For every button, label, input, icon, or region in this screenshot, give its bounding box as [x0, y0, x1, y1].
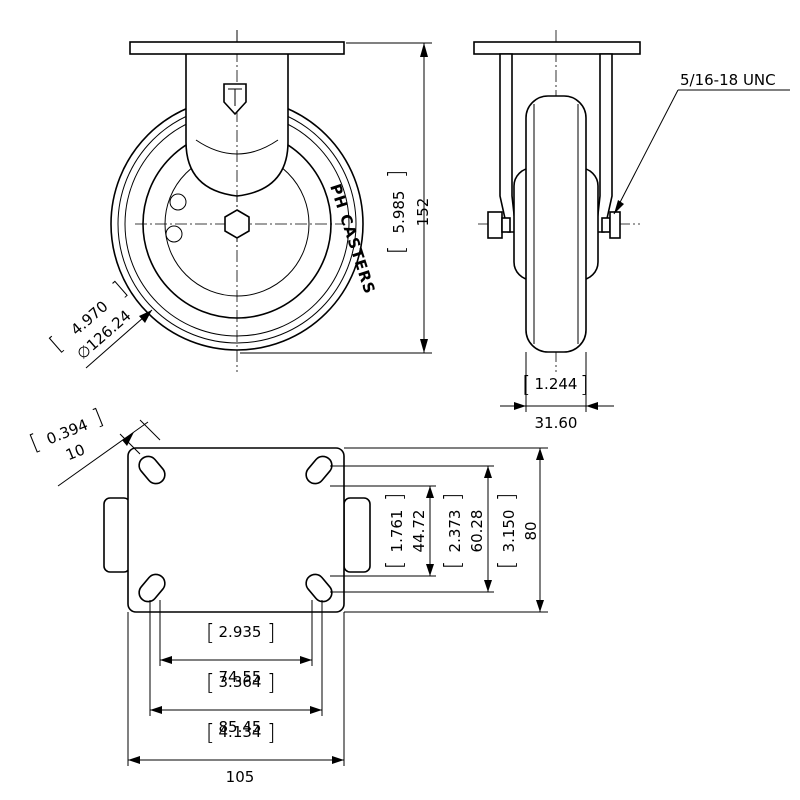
svg-text:[: [ [26, 430, 43, 456]
hole-h-max-arrow-right-icon [310, 706, 322, 714]
axle-hex-nut [224, 209, 250, 239]
plate-width-arrow-right-icon [332, 756, 344, 764]
hole-h-max-in-label: 3.364 [219, 673, 262, 691]
slot-arrow-icon [122, 432, 134, 446]
width-arrow-right-icon [586, 402, 598, 410]
plate-height-arrow-bottom-icon [536, 600, 544, 612]
axle-bolt-washer [501, 217, 511, 233]
plate-wheel-tab-left [103, 497, 131, 573]
hole-v-min-arrow-bottom-icon [426, 564, 434, 576]
hole-h-min-in-label: 2.935 [219, 623, 262, 641]
bearing-mark-upper-icon [169, 193, 187, 211]
thread-callout-label: 5/16-18 UNC [680, 71, 776, 89]
plate-width-in-label: 4.134 [219, 723, 262, 741]
hole-h-min-mm-label: 74.55 [219, 668, 262, 686]
axle-nut-washer [601, 217, 611, 233]
hole-v-max-in-label: 2.373 [446, 510, 464, 553]
svg-text:[: [ [45, 332, 68, 357]
side-top-plate [473, 41, 641, 55]
axle-nut [609, 211, 621, 239]
thread-leader-line [613, 89, 679, 215]
hole-h-min-arrow-right-icon [300, 656, 312, 664]
svg-text:]: ] [580, 373, 589, 398]
slot-extension-b [139, 419, 161, 441]
hole-h-min-arrow-left-icon [160, 656, 172, 664]
height-arrow-top-icon [420, 43, 428, 57]
axle-bolt-head [487, 211, 503, 239]
svg-text:[: [ [495, 561, 520, 570]
hole-v-max-mm-label: 60.28 [468, 510, 486, 553]
svg-text:[: [ [206, 671, 215, 696]
svg-text:]: ] [267, 621, 276, 646]
width-arrow-left-icon [514, 402, 526, 410]
thread-arrow-icon [614, 200, 624, 214]
bearing-mark-lower-icon [165, 225, 183, 243]
slot-width-in-label: 0.394 [44, 416, 91, 449]
slot-top-right [305, 455, 333, 485]
front-view: PH CASTERS [ 5.985 ] 152 [ 4.970 ] ∅126.… [45, 30, 432, 372]
svg-text:]: ] [383, 493, 408, 502]
height-in-label: 5.985 [390, 191, 408, 234]
hole-h-max-arrow-left-icon [150, 706, 162, 714]
svg-text:]: ] [109, 277, 132, 302]
mounting-plate [127, 447, 345, 613]
slot-width-mm-label: 10 [63, 440, 87, 464]
svg-text:[: [ [206, 721, 215, 746]
svg-text:]: ] [267, 721, 276, 746]
height-arrow-bottom-icon [420, 339, 428, 353]
plate-height-arrow-top-icon [536, 448, 544, 460]
plate-wheel-tab-right [343, 497, 371, 573]
logo-mark-icon [228, 88, 242, 106]
slot-leader-line [57, 421, 149, 487]
height-mm-label: 152 [414, 198, 432, 227]
side-view: 5/16-18 UNC [ 1.244 ] 31.60 [473, 30, 790, 432]
diameter-arrow-icon [139, 310, 152, 323]
hole-v-max-arrow-bottom-icon [484, 580, 492, 592]
svg-text:]: ] [267, 671, 276, 696]
plate-height-in-label: 3.150 [500, 510, 518, 553]
svg-text:]: ] [495, 493, 520, 502]
hole-v-max-arrow-top-icon [484, 466, 492, 478]
front-top-plate [129, 41, 345, 55]
diameter-leader-line [85, 309, 153, 369]
hole-h-max-mm-label: 85.45 [219, 718, 262, 736]
side-wheel-tire [525, 95, 587, 353]
svg-text:[: [ [385, 246, 410, 255]
svg-text:]: ] [385, 170, 410, 179]
svg-text:[: [ [383, 561, 408, 570]
plate-height-mm-label: 80 [522, 521, 540, 540]
svg-text:[: [ [206, 621, 215, 646]
plate-width-arrow-left-icon [128, 756, 140, 764]
svg-text:[: [ [441, 561, 466, 570]
slot-bottom-right [305, 573, 333, 603]
width-mm-label: 31.60 [535, 414, 578, 432]
hole-v-min-in-label: 1.761 [388, 510, 406, 553]
svg-text:]: ] [441, 493, 466, 502]
slot-bottom-left [138, 573, 166, 603]
slot-top-left [138, 455, 166, 485]
svg-text:]: ] [89, 405, 106, 431]
slot-extension-a [119, 433, 141, 455]
svg-text:[: [ [522, 373, 531, 398]
width-in-label: 1.244 [535, 375, 578, 393]
hole-v-min-arrow-top-icon [426, 486, 434, 498]
plate-width-mm-label: 105 [226, 768, 255, 786]
hole-v-min-mm-label: 44.72 [410, 510, 428, 553]
plate-view: [ 0.394 ] 10 [ 1.761 ] 44.72 [ 2.373 ] [26, 405, 548, 786]
